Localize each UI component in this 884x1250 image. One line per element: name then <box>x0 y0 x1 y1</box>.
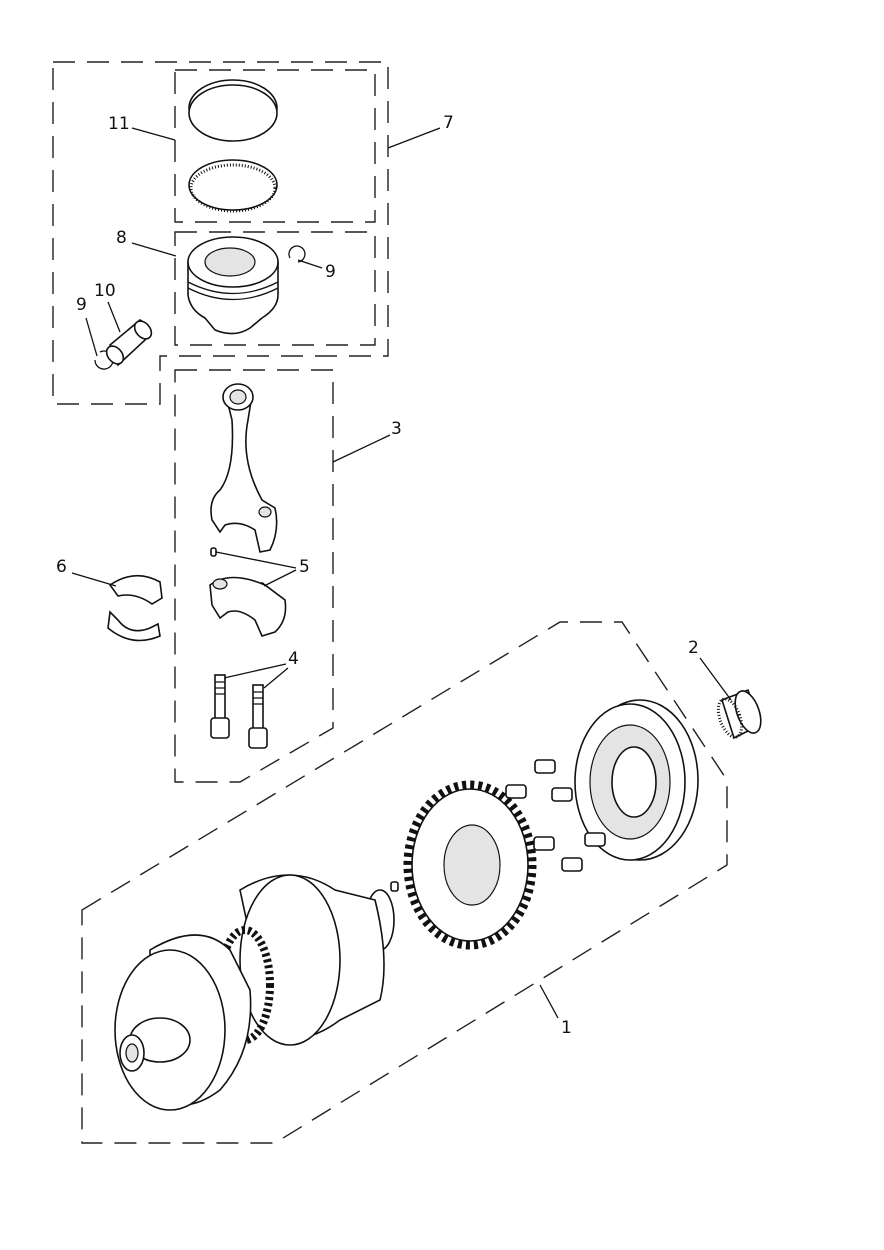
crank-gear <box>403 780 537 950</box>
callout-9-right: 9 <box>325 262 336 282</box>
callout-11: 11 <box>108 114 130 134</box>
connecting-rod <box>210 383 278 553</box>
callout-3: 3 <box>391 419 402 439</box>
callout-5: 5 <box>299 557 310 577</box>
callout-4: 4 <box>288 649 299 669</box>
callout-1: 1 <box>561 1018 572 1038</box>
gear-bolts <box>505 759 606 872</box>
woodruff-key <box>390 881 399 892</box>
circlip-right <box>288 245 306 263</box>
conrod-bolts <box>210 674 268 749</box>
piston-assembly-group-box <box>52 61 389 405</box>
rotor <box>574 699 699 861</box>
callout-10: 10 <box>94 281 116 301</box>
callout-2: 2 <box>688 638 699 658</box>
callout-8: 8 <box>116 228 127 248</box>
piston-rings <box>188 79 278 213</box>
callout-6: 6 <box>56 557 67 577</box>
big-end-bearing-shells <box>107 574 163 642</box>
conrod-group-box <box>174 369 334 783</box>
leader-lines <box>71 127 732 1019</box>
gudgeon-pin <box>105 319 153 367</box>
piston-rings-group-box <box>174 69 376 223</box>
crankshaft <box>114 874 395 1111</box>
crankshaft-group-box <box>81 621 728 1144</box>
piston-group-box <box>174 231 376 346</box>
callout-7: 7 <box>443 113 454 133</box>
callout-9-left: 9 <box>76 295 87 315</box>
needle-roller-bearing <box>716 688 762 740</box>
piston <box>187 236 279 335</box>
conrod-cap <box>209 576 287 637</box>
